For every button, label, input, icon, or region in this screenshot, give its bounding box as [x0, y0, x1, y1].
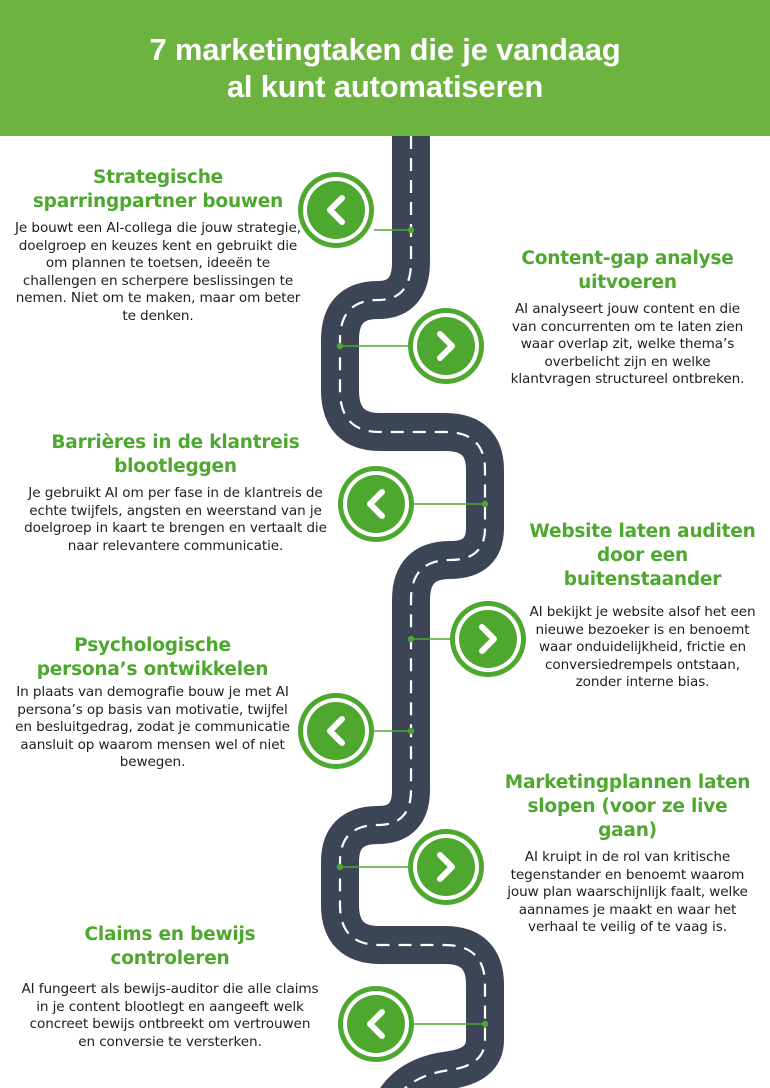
chevron-left-icon	[327, 716, 345, 746]
step-1: Strategische sparringpartner bouwen Je b…	[8, 166, 308, 326]
step-7-badge	[338, 986, 414, 1062]
step-1-badge	[298, 172, 374, 248]
step-1-title: Strategische sparringpartner bouwen	[32, 167, 284, 212]
step-2-badge	[408, 308, 484, 384]
step-6-description: AI kruipt in de rol van kritische tegens…	[507, 849, 748, 936]
step-5-badge	[298, 693, 374, 769]
step-6: Marketingplannen laten slopen (voor ze l…	[495, 771, 760, 937]
step-1-description: Je bouwt een AI-collega die jouw strateg…	[15, 220, 301, 324]
step-5-description: In plaats van demografie bouw je met AI …	[15, 684, 290, 771]
connector-2	[336, 342, 408, 350]
chevron-left-icon	[327, 195, 345, 225]
step-5-title: Psychologische persona’s ontwikkelen	[36, 635, 269, 680]
step-7: Claims en bewijs controleren AI fungeert…	[20, 923, 320, 1051]
step-3: Barrières in de klantreis blootleggen Je…	[8, 431, 343, 555]
step-3-title: Barrières in de klantreis blootleggen	[51, 432, 300, 477]
step-4-title: Website laten auditen door een buitensta…	[529, 521, 756, 590]
chevron-right-icon	[437, 331, 455, 361]
header-banner: 7 marketingtaken die je vandaag al kunt …	[0, 0, 770, 136]
connector-1	[374, 226, 415, 234]
step-3-description: Je gebruikt AI om per fase in de klantre…	[24, 485, 327, 554]
step-6-title: Marketingplannen laten slopen (voor ze l…	[504, 772, 751, 841]
step-6-badge	[408, 829, 484, 905]
step-5: Psychologische persona’s ontwikkelen In …	[10, 634, 295, 772]
step-7-description: AI fungeert als bewijs-auditor die alle …	[21, 981, 319, 1050]
step-4-description: AI bekijkt je website alsof het een nieu…	[529, 604, 756, 691]
connector-4	[407, 635, 450, 643]
road-center-dashes	[338, 136, 487, 1088]
step-2-description: AI analyseert jouw content en die van co…	[510, 301, 745, 388]
step-4-badge	[450, 601, 526, 677]
step-7-title: Claims en bewijs controleren	[84, 924, 256, 969]
connector-3	[414, 500, 489, 508]
page-title: 7 marketingtaken die je vandaag al kunt …	[149, 31, 620, 105]
page-title-line-2: al kunt automatiseren	[226, 69, 544, 104]
chevron-left-icon	[367, 1009, 385, 1039]
step-4: Website laten auditen door een buitensta…	[520, 520, 765, 692]
step-2: Content-gap analyse uitvoeren AI analyse…	[505, 247, 750, 389]
step-2-title: Content-gap analyse uitvoeren	[521, 248, 734, 293]
connector-5	[374, 727, 415, 735]
chevron-right-icon	[437, 852, 455, 882]
connector-7	[414, 1020, 489, 1028]
step-3-badge	[338, 466, 414, 542]
page-title-line-1: 7 marketingtaken die je vandaag	[149, 32, 621, 67]
chevron-right-icon	[479, 624, 497, 654]
connector-6	[336, 863, 408, 871]
chevron-left-icon	[367, 489, 385, 519]
